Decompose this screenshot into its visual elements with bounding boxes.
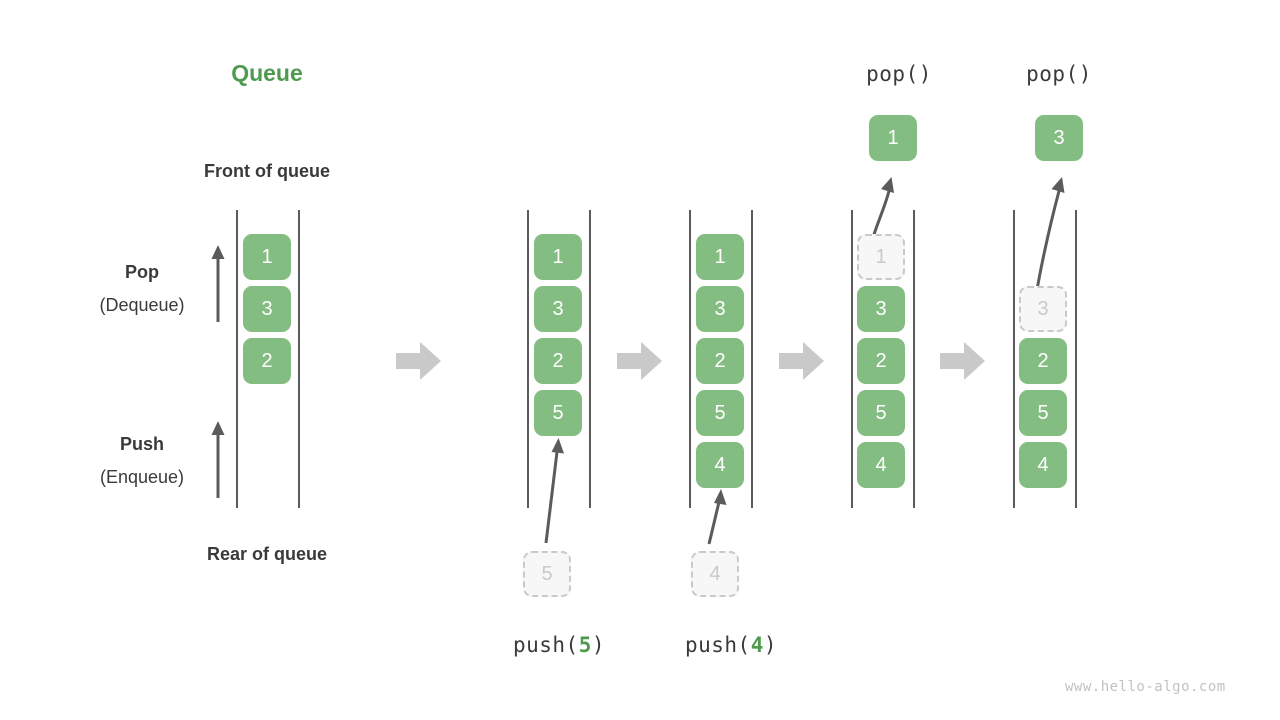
queue-item: 2 — [857, 338, 905, 384]
queue-item: 4 — [857, 442, 905, 488]
queue-item: 5 — [857, 390, 905, 436]
queue-rail-left — [851, 210, 853, 508]
step-arrow-icon — [617, 340, 663, 382]
operation-caption-pop-1: pop() — [866, 62, 932, 86]
pop-label-title: Pop — [125, 262, 159, 282]
rear-of-queue-label: Rear of queue — [206, 544, 328, 564]
queue-rail-right — [913, 210, 915, 508]
popped-item-placeholder: 3 — [1019, 286, 1067, 332]
queue-rail-right — [298, 210, 300, 508]
queue-item: 1 — [696, 234, 744, 280]
popped-item: 3 — [1035, 115, 1083, 161]
queue-item: 4 — [1019, 442, 1067, 488]
popped-item-placeholder: 1 — [857, 234, 905, 280]
front-of-queue-label: Front of queue — [204, 161, 330, 181]
push-label-title: Push — [119, 434, 164, 454]
queue-item: 5 — [1019, 390, 1067, 436]
push-direction-arrow — [206, 420, 230, 500]
queue-rail-left — [1013, 210, 1015, 508]
operation-caption-push-4: push(4) — [651, 633, 811, 657]
step-arrow-icon — [396, 340, 442, 382]
queue-item: 3 — [857, 286, 905, 332]
step-arrow-icon — [779, 340, 825, 382]
queue-item: 2 — [1019, 338, 1067, 384]
pop-label-sub: (Dequeue) — [99, 295, 185, 315]
incoming-item-placeholder: 4 — [691, 551, 739, 597]
queue-item: 5 — [696, 390, 744, 436]
queue-rail-left — [689, 210, 691, 508]
step-arrow-icon — [940, 340, 986, 382]
queue-item: 1 — [534, 234, 582, 280]
diagram-title: Queue — [231, 60, 303, 86]
push-text: push( — [512, 633, 579, 657]
push-close: ) — [763, 633, 778, 657]
queue-item: 2 — [534, 338, 582, 384]
queue-rail-left — [527, 210, 529, 508]
push-label-sub: (Enqueue) — [99, 467, 185, 487]
push-text: push( — [684, 633, 751, 657]
queue-item: 3 — [534, 286, 582, 332]
popped-item: 1 — [869, 115, 917, 161]
queue-rail-right — [1075, 210, 1077, 508]
queue-item: 2 — [243, 338, 291, 384]
queue-item: 4 — [696, 442, 744, 488]
incoming-item-placeholder: 5 — [523, 551, 571, 597]
queue-item: 5 — [534, 390, 582, 436]
queue-item: 3 — [696, 286, 744, 332]
pop-direction-arrow — [206, 244, 230, 324]
operation-caption-push-5: push(5) — [479, 633, 639, 657]
queue-rail-right — [589, 210, 591, 508]
queue-item: 2 — [696, 338, 744, 384]
push-motion-arrow — [534, 430, 574, 545]
queue-rail-left — [236, 210, 238, 508]
push-arg: 4 — [750, 633, 764, 657]
operation-caption-pop-2: pop() — [1026, 62, 1092, 86]
queue-item: 3 — [243, 286, 291, 332]
queue-item: 1 — [243, 234, 291, 280]
push-close: ) — [591, 633, 606, 657]
watermark: www.hello-algo.com — [1065, 679, 1226, 695]
queue-rail-right — [751, 210, 753, 508]
push-arg: 5 — [578, 633, 592, 657]
push-motion-arrow — [700, 482, 736, 546]
